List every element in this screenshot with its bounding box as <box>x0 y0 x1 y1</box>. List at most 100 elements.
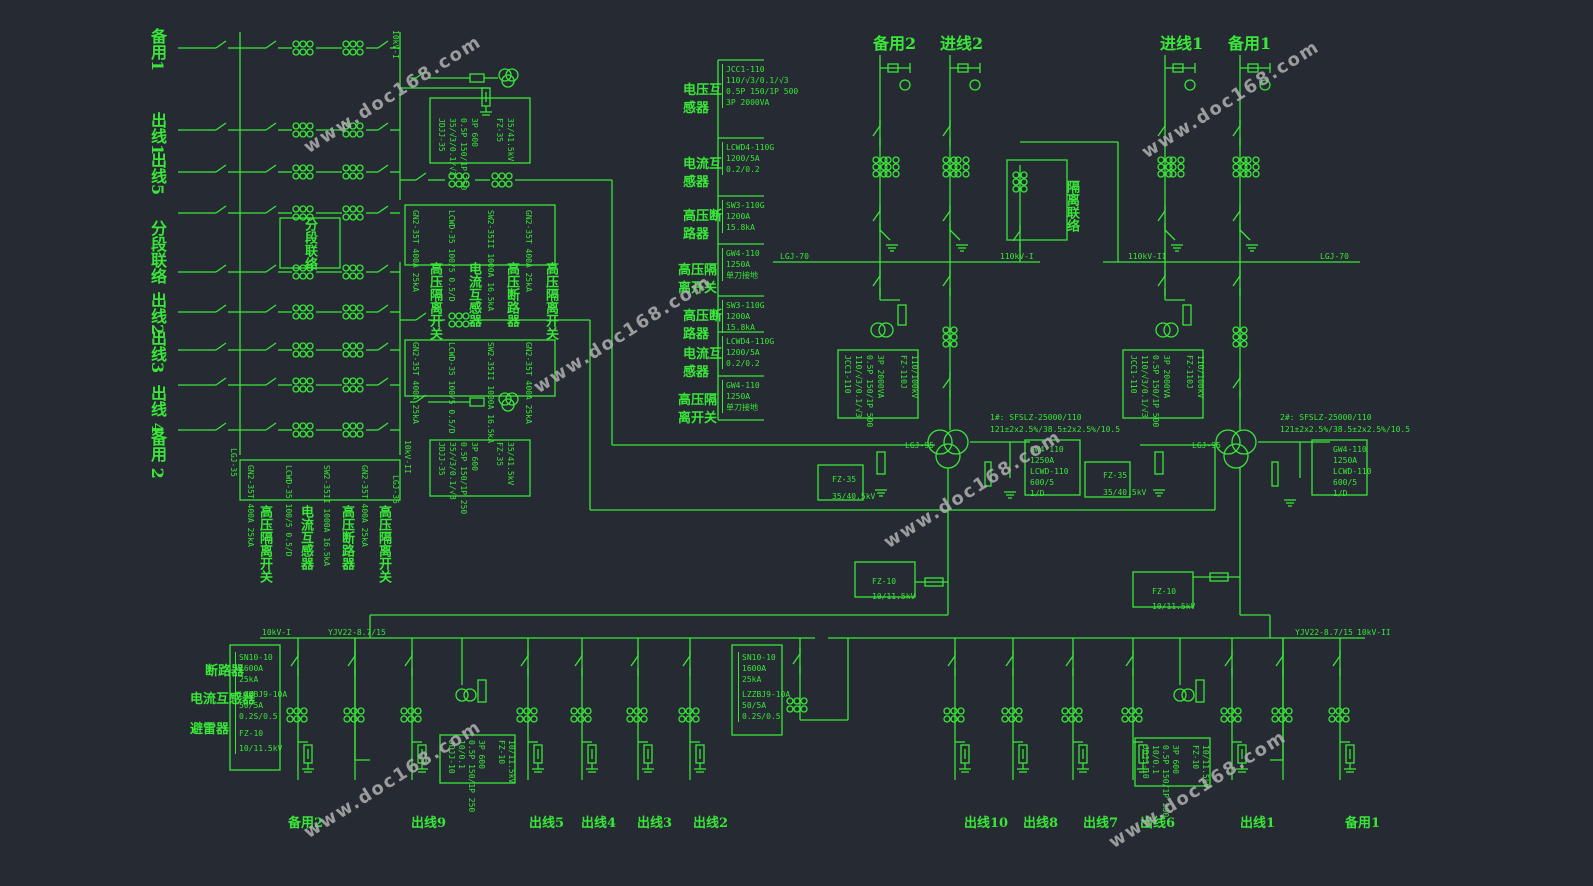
legend-spec-5-b: 1200A <box>726 312 751 321</box>
feeder-ct2-2-t0 <box>342 164 350 172</box>
mid-spec-box-lower <box>404 339 556 397</box>
lv-feeder-ct-3-t1 <box>523 707 531 715</box>
hv-ct-2-l1 <box>1157 163 1165 171</box>
hv-drop-sw-r-blade <box>1157 275 1166 287</box>
hv-bus-right-label: LGJ-70 <box>1320 252 1349 261</box>
hv-sw-top-1-blade <box>942 125 951 137</box>
tr1-fz-box <box>817 464 864 501</box>
hv-ct2-0-r0 <box>892 156 900 164</box>
hv-pt-right-spec-1: JCC1-110 <box>1129 355 1138 394</box>
lv-tie-spec-b: 1600A <box>742 664 767 673</box>
feeder-ct2-3-t2 <box>356 205 364 213</box>
hv-line-pt-3 <box>1259 79 1271 91</box>
pt-upper-spec-f: 35/41.5kV <box>506 118 515 162</box>
lv-bus-right-label: 10kV-II <box>1357 628 1391 637</box>
feeder-ct2-4-t0 <box>342 264 350 272</box>
feeder-ct1-1-t1 <box>299 122 307 130</box>
lv-feeder-ct-6-b1 <box>685 715 693 723</box>
tr2-fz-box <box>1084 461 1131 498</box>
feeder-sw1-2-blade <box>215 164 227 173</box>
lv-pt-left-box <box>439 734 516 784</box>
feeder-ct2-8-b2 <box>356 430 364 438</box>
hv-ct2-0-r1 <box>892 163 900 171</box>
feeder-sw1-1-blade <box>215 122 227 131</box>
legend-name-7: 高压隔离开关 <box>678 393 718 426</box>
tr2-title: 2#: SFSLZ-25000/110 <box>1280 413 1372 422</box>
feeder-ct2-6-b2 <box>356 350 364 358</box>
lv-feeder-ct-3-b2 <box>530 715 538 723</box>
hv-pt-left-spec-1: JCC1-110 <box>843 355 852 394</box>
left-bottom-label-2: 电流互感器 <box>298 505 313 570</box>
left-bottom-label-3: 高压断路器 <box>339 505 354 570</box>
feeder-ct2-1-t0 <box>342 122 350 130</box>
lv-feeder-ct-1-b2 <box>357 715 365 723</box>
lv-feeder-ct-2-b0 <box>400 715 408 723</box>
tr2-10kv-arr <box>1209 572 1229 582</box>
lv-legend-spec-b: 1600A <box>239 664 264 673</box>
lv-feeder-ct-7-b2 <box>957 715 965 723</box>
tf1-ct2-t1 <box>498 172 506 180</box>
lv-tie-ct-b0 <box>786 705 794 713</box>
feeder-ct1-3-b2 <box>306 213 314 221</box>
tr2-ct-r1 <box>1240 333 1248 341</box>
neutral-right-fz: FZ-35 35/40.5kV <box>1103 470 1146 498</box>
lv-feeder-ct-5-t2 <box>640 707 648 715</box>
lv-feeder-sw-9-blade <box>1065 655 1074 667</box>
feeder-ct2-4-t1 <box>349 264 357 272</box>
left-spec-box <box>239 459 401 501</box>
feeder-ct1-3-t2 <box>306 205 314 213</box>
hv-pt-right-c1 <box>1155 322 1171 338</box>
feeder-ct2-2-t1 <box>349 164 357 172</box>
lv-tie-spec-a: SN10-10 <box>742 653 776 662</box>
bridge-box <box>1006 159 1068 241</box>
neutral-right-gw-b: 1250A <box>1333 456 1358 465</box>
hv-pt-right-spec-6: 110/100kV <box>1196 355 1205 399</box>
lv-feeder-ct-10-t1 <box>1128 707 1136 715</box>
feeder-sw2-8-blade <box>265 422 277 431</box>
left-bottom-label-4: 高压隔离开关 <box>376 505 391 583</box>
feeder-ct1-0-b1 <box>299 48 307 56</box>
pt-up-fuse <box>469 73 485 83</box>
legend-spec-6: LCWD4-110G 1200/5A 0.2/0.2 <box>722 336 774 369</box>
bridge-ct-r0 <box>1020 171 1028 179</box>
lv-pt-r-spec-6: 10/11.5kV <box>1201 745 1210 789</box>
lv-legend-spec: SN10-10 1600A 25kA LZZBJ9-10A 50/5A 0.2S… <box>235 652 287 754</box>
neutral-right-gw-a: GW4-110 <box>1333 445 1367 454</box>
lv-feeder-ct-11-t0 <box>1220 707 1228 715</box>
feeder-sw3-6-blade <box>377 342 389 351</box>
feeder-ct2-2-b1 <box>349 172 357 180</box>
tr1-sw-blade <box>942 377 951 389</box>
tr1-ct-r2 <box>950 340 958 348</box>
hv-bus-mid-ii-label: 110kV-II <box>1128 252 1167 261</box>
tr2-ct-r0 <box>1240 326 1248 334</box>
neutral-left-gw-c: LCWD-110 <box>1030 467 1069 476</box>
hv-ct2-1-r1 <box>962 163 970 171</box>
tr1-ct-r1 <box>950 333 958 341</box>
bottom-label-spare1: 备用1 <box>1345 816 1381 831</box>
tr1-ct-l1 <box>942 333 950 341</box>
tr1-fz-arr <box>876 451 886 475</box>
neutral-right-gw-c: LCWD-110 <box>1333 467 1372 476</box>
lv-bus-left-label: 10kV-I <box>262 628 291 637</box>
hv-pt-left-spec-3: 0.5P 150/1P 500 <box>865 355 874 428</box>
feeder-ct2-8-t1 <box>349 422 357 430</box>
lv-feeder-sw-8-blade <box>1005 655 1014 667</box>
tf1-ct-t1 <box>455 172 463 180</box>
lv-pt-left-c1 <box>455 688 469 702</box>
hv-gsw-3 <box>1239 229 1251 241</box>
lv-feeder-ct-10-t2 <box>1135 707 1143 715</box>
tf1-ct-b1 <box>455 180 463 188</box>
feeder-sw1-0-blade <box>215 40 227 49</box>
feeder-ct1-8-b1 <box>299 430 307 438</box>
feeder-ct1-8-t1 <box>299 422 307 430</box>
label-bus-10kv-ii: 10kV-II <box>403 440 412 474</box>
mid-vert-3: 高压断路器 <box>504 262 519 327</box>
tf1-ct-t0 <box>448 172 456 180</box>
hv-drop-sw-tr-blade <box>1232 275 1241 287</box>
feeder-ct1-0-t2 <box>306 40 314 48</box>
lv-pt-left-c2 <box>463 688 477 702</box>
lv-feeder-ct-2-b1 <box>407 715 415 723</box>
hv-sw-mid-0-blade <box>872 210 881 222</box>
neutral-right-10kv-a: FZ-10 <box>1152 587 1177 596</box>
lv-feeder-ct-13-b0 <box>1328 715 1336 723</box>
